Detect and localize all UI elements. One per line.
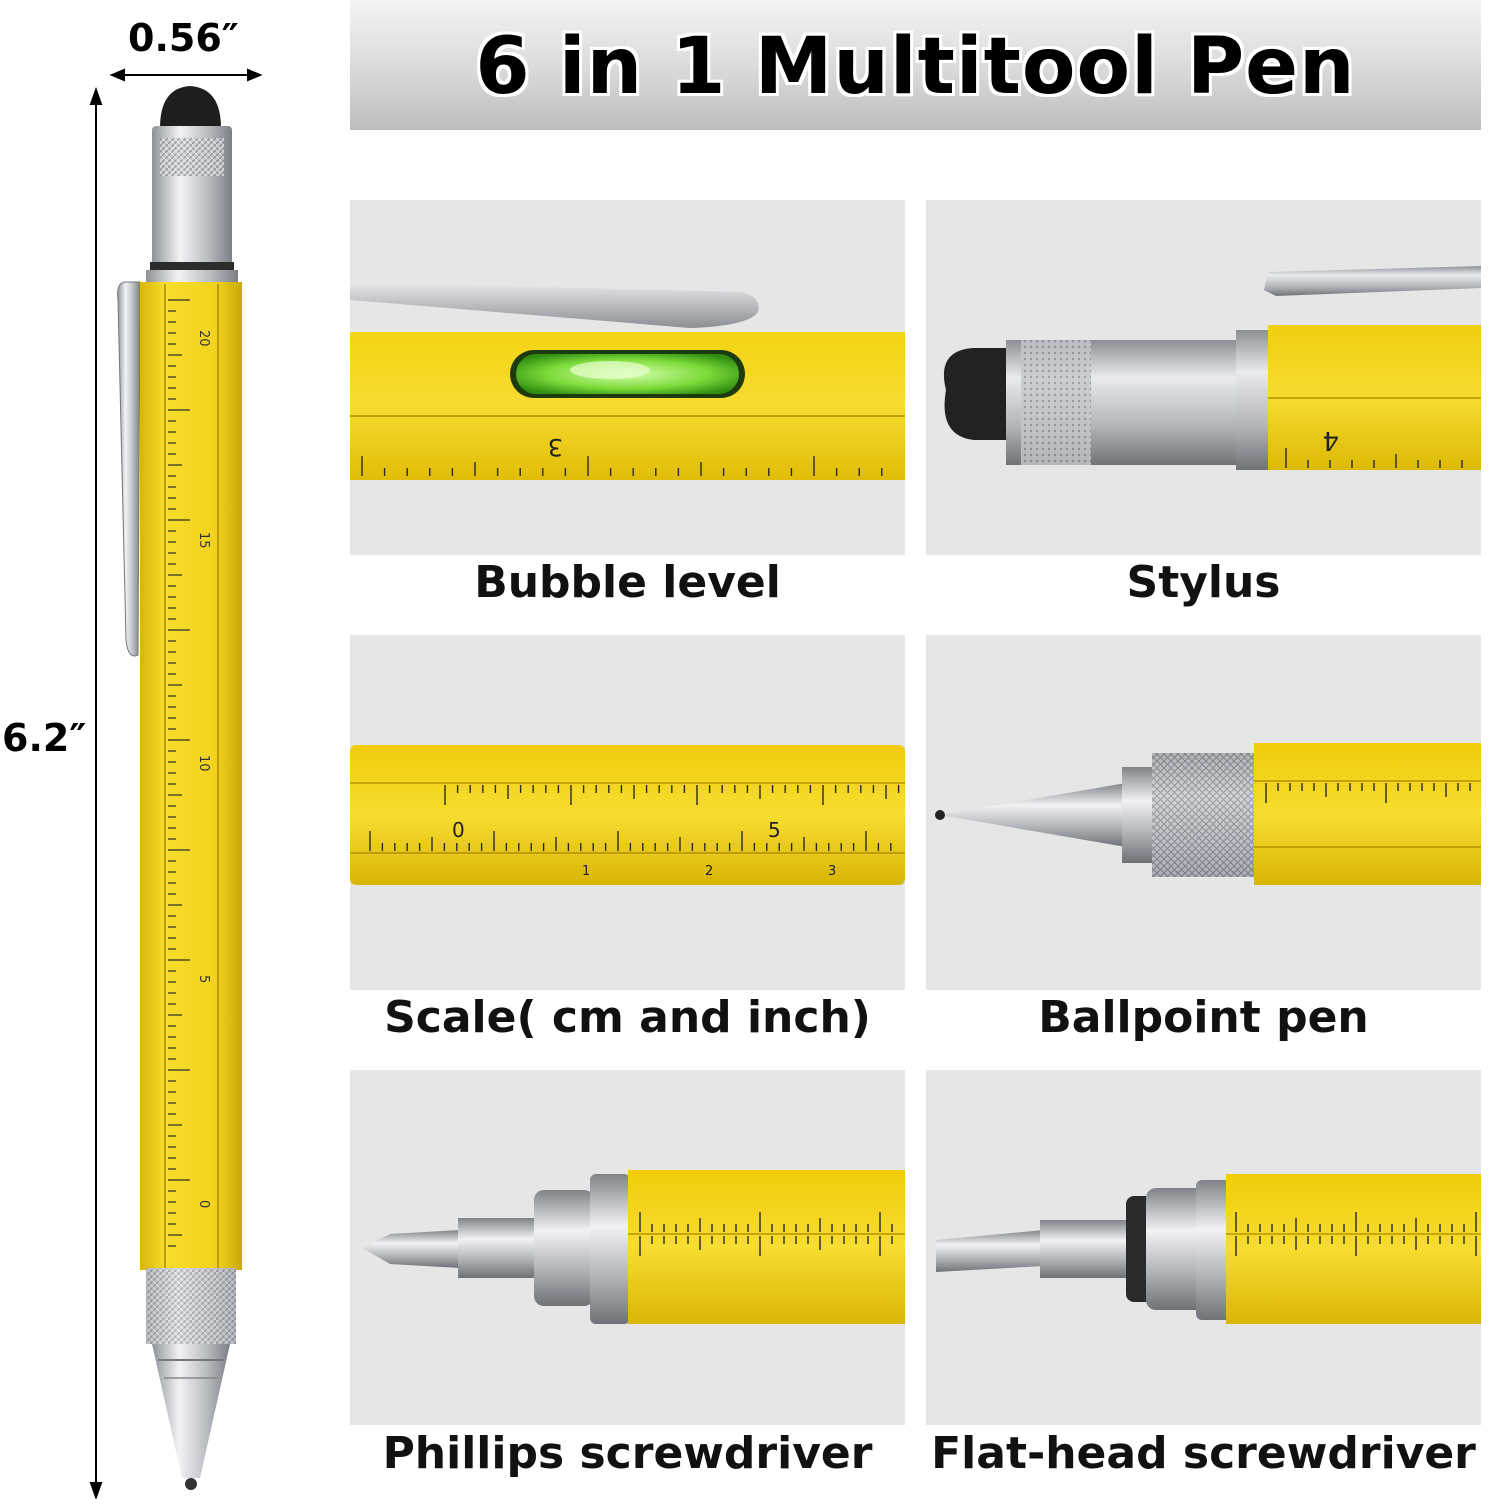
scale-mark: 1 [582,864,590,879]
feature-tile-stylus: 4 [926,200,1481,555]
feature-caption: Flat-head screwdriver [931,1428,1476,1479]
pen-scale-mark: 0 [196,1200,211,1208]
pen-scale-mark: 20 [196,330,211,347]
scale-illustration: 0 5 1 2 3 [350,745,905,885]
width-dimension-label: 0.56″ [128,16,239,60]
ballpoint-illustration [935,743,1481,885]
feature-caption: Ballpoint pen [1038,992,1369,1043]
feature-caption: Stylus [1126,557,1281,608]
scale-mark: 5 [768,818,781,842]
feature-tile-scale: 0 5 1 2 3 [350,635,905,990]
pen-scale-mark: 15 [196,532,211,549]
title-banner: 6 in 1 Multitool Pen [350,0,1481,130]
pen-scale-mark: 5 [196,975,211,983]
page-title: 6 in 1 Multitool Pen [475,22,1356,112]
flathead-illustration [936,1174,1481,1324]
ballpoint-cone [152,1344,230,1478]
stylus-illustration: 4 [943,266,1481,470]
scale-mark: 3 [828,864,836,879]
width-dimension-arrow [109,68,263,82]
pen-scale-mark: 10 [196,755,211,772]
bubble-level-illustration: 3 [350,282,905,480]
feature-caption: Phillips screwdriver [382,1428,873,1479]
pen-barrel [140,282,242,1270]
stylus-tip [160,86,221,128]
feature-tile-phillips-screwdriver [350,1070,905,1425]
feature-tile-flathead-screwdriver [926,1070,1481,1425]
ballpoint-tip-icon [185,1478,197,1490]
feature-caption: Bubble level [474,557,781,608]
pen-scale-ticks [168,299,190,1247]
phillips-illustration [362,1170,905,1324]
feature-caption: Scale( cm and inch) [384,992,871,1043]
height-dimension-label: 6.2″ [2,716,87,760]
scale-mark: 2 [705,864,713,879]
height-dimension-arrow [89,87,103,1499]
full-pen-illustration: 20 15 10 5 0 [89,68,263,1499]
pocket-clip [117,281,141,657]
feature-tile-bubble-level: 3 [350,200,905,555]
feature-tile-ballpoint-pen [926,635,1481,990]
scale-mark: 4 [1322,425,1339,455]
scale-mark: 3 [548,433,563,461]
scale-mark: 0 [452,818,465,842]
